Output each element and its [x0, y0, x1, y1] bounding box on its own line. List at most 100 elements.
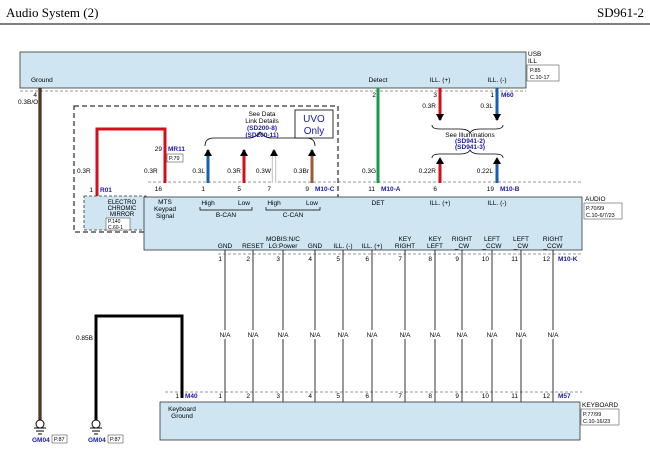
wire-usb-ill-plus-gauge: 0.3R [422, 103, 436, 110]
audio-kb-label-3-0: MOBIS:N/C [266, 236, 300, 243]
keyboard-wire-label-bg-7 [397, 330, 413, 339]
ground-symbol-2 [90, 419, 102, 435]
datalink-bracket [204, 131, 316, 147]
audio-kb-label-7-0: KEY [398, 236, 412, 243]
wire-audio-ill-minus-arrow [493, 157, 501, 164]
usb-ill-label: ILL [528, 58, 537, 65]
audio-kb-label-4-0: GND [308, 243, 323, 250]
keyboard-wire-label-9: N/A [457, 332, 469, 339]
keyboard-wire-label-bg-1 [217, 330, 233, 339]
connector-m57: M57 [558, 393, 571, 400]
wire-mirror-left-gauge: 0.3R [77, 168, 91, 175]
page-title: Audio System (2) [6, 5, 98, 20]
diagram-code: SD961-2 [597, 5, 644, 20]
usb-box [19, 51, 527, 89]
can-level-3: Low [306, 200, 318, 207]
keyboard-pin-6: 6 [365, 393, 369, 400]
mirror-ref-box-2 [105, 217, 131, 231]
audio-kb-pin-5: 5 [336, 256, 340, 263]
audio-kb-label-11-1: _CW [513, 243, 529, 250]
ground-symbol-1 [34, 419, 46, 435]
keyboard-pin-5: 5 [336, 393, 340, 400]
usb-pin-ill-plus-name: ILL. (+) [430, 77, 451, 84]
audio-kb-pin-11: 11 [511, 256, 518, 263]
keyboard-wire-label-10: N/A [487, 332, 499, 339]
can-gauge-0: 0.3L [192, 168, 205, 175]
can-gauge-3: 0.3Br [293, 168, 309, 175]
mirror-ref-box [166, 153, 184, 163]
ground-1-name: GM04 [32, 437, 50, 444]
wire-mirror-red [95, 127, 167, 200]
keyboard-pin-8: 8 [428, 393, 432, 400]
audio-ref-c: C.10-6/7/23 [586, 213, 615, 219]
audio-kb-label-12-1: _CCW [542, 243, 563, 250]
audio-kb-pin-8: 8 [428, 256, 432, 263]
wire-usb-ill-plus-arrow [436, 114, 444, 121]
bcan-group-bracket [199, 207, 253, 211]
usb-pin-ill-minus-name: ILL. (-) [487, 77, 506, 84]
wire-detect-gauge: 0.3G [362, 168, 376, 175]
keyboard-pin-2: 2 [246, 393, 250, 400]
illum-pin-0: 6 [433, 186, 437, 193]
illum-bracket-top [431, 124, 504, 134]
audio-kb-pin-2: 2 [246, 256, 250, 263]
ground-1-ref-box [51, 434, 68, 444]
keyboard-pin-7: 7 [398, 393, 402, 400]
connector-m10a: M10-A [381, 186, 401, 193]
mirror-name-line-2: MIRROR [110, 212, 135, 218]
usb-pin-ill-minus-num: 1 [490, 92, 494, 99]
ground-2-name: GM04 [88, 437, 106, 444]
wire-ccan-high-arrow [270, 149, 278, 156]
keyboard-ground-pin: 1 [175, 393, 179, 400]
audio-kb-label-7-1: RIGHT [395, 243, 415, 250]
det-pin: 11 [368, 186, 375, 193]
keyboard-pin-4: 4 [308, 393, 312, 400]
audio-kb-label-11-0: LEFT [513, 236, 529, 243]
audio-name: AUDIO [585, 196, 606, 203]
keyboard-ground-label-1: Ground [171, 413, 193, 420]
keyboard-wire-label-bg-5 [335, 330, 351, 339]
ground-2-ref-box [107, 434, 124, 444]
ground-2-ref: P.87 [110, 437, 121, 443]
audio-kb-label-6-0: ILL. (+) [362, 243, 383, 250]
audio-kb-label-8-1: LEFT [427, 243, 443, 250]
connector-m40: M40 [185, 393, 198, 400]
keyboard-wire-label-11: N/A [516, 332, 528, 339]
keyboard-wire-label-1: N/A [220, 332, 232, 339]
mirror-name-line-1: CHROMIC [108, 206, 137, 212]
audio-ref: P.70/99 [586, 206, 604, 212]
keyboard-wire-label-bg-4 [307, 330, 323, 339]
usb-pin-detect-num: 2 [372, 92, 376, 99]
illum-ref-0: (SD941-2) [455, 138, 485, 145]
mts-line-1: Keypad [154, 206, 176, 213]
wire-keyboard-ground [94, 314, 184, 420]
keyboard-wire-label-8: N/A [430, 332, 442, 339]
wire-audio-ill-plus-arrow [436, 157, 444, 164]
mirror-name-line-0: ELECTRO [108, 200, 137, 206]
can-group-0: B-CAN [216, 212, 237, 219]
audio-kb-pin-4: 4 [308, 256, 312, 263]
audio-kb-pin-1: 1 [218, 256, 222, 263]
keyboard-ref: P.77/99 [583, 412, 601, 418]
usb-ref-box [526, 64, 560, 82]
usb-ref-c: C.10-17 [530, 75, 550, 81]
mirror-pin-left: 1 [89, 187, 93, 194]
keyboard-pin-1: 1 [218, 393, 222, 400]
keyboard-pin-9: 9 [455, 393, 459, 400]
illum-pin-1: 19 [487, 186, 495, 193]
audio-kb-pin-9: 9 [455, 256, 459, 263]
ground-1-ref: P.87 [54, 437, 65, 443]
wire-ccan-low-arrow [308, 149, 316, 156]
usb-label: USB [528, 51, 541, 58]
usb-pin-ground-name: Ground [31, 77, 53, 84]
uvo-line-0: UVO [303, 114, 325, 125]
usb-pin-detect-name: Detect [369, 77, 388, 84]
mts-line-2: Signal [156, 213, 175, 220]
keyboard-ref-box [580, 408, 620, 426]
connector-mr11: MR11 [168, 146, 185, 153]
can-level-2: High [267, 200, 281, 207]
connector-r01: R01 [100, 187, 112, 194]
